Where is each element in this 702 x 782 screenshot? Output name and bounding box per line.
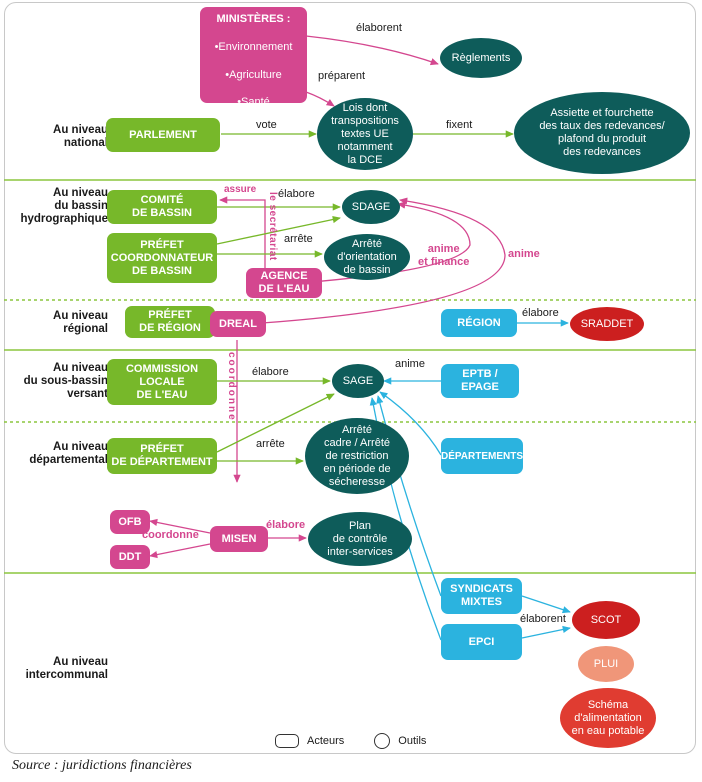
diagram-frame	[4, 2, 696, 754]
sraddet-node: SRADDET	[570, 307, 644, 341]
label-coordonne-vertical: coordonne	[226, 352, 237, 422]
label-preparent: préparent	[318, 70, 366, 82]
parlement-node: PARLEMENT	[106, 118, 220, 152]
ofb-node: OFB	[110, 510, 150, 534]
label-elaborent: élaborent	[356, 22, 402, 34]
reglements-node: Règlements	[440, 38, 522, 78]
ministere-item: Agriculture	[215, 68, 293, 83]
label-elabore-sraddet: élabore	[522, 307, 559, 319]
legend: Acteurs Outils	[275, 733, 426, 749]
legend-actors-label: Acteurs	[307, 735, 345, 747]
label-elabore-plan: élabore	[266, 519, 306, 531]
eptb-node: EPTB / EPAGE	[441, 364, 519, 398]
prefet-departement-node: PRÉFET DE DÉPARTEMENT	[107, 438, 217, 474]
ministeres-list: Environnement Agriculture Santé Industri…	[215, 27, 293, 178]
misen-node: MISEN	[210, 526, 268, 552]
comite-bassin-node: COMITÉ DE BASSIN	[107, 190, 217, 224]
departements-node: DÉPARTEMENTS	[441, 438, 523, 474]
prefet-region-node: PRÉFET DE RÉGION	[125, 306, 215, 338]
edge-misen-ofb	[149, 518, 211, 534]
edge-syndicats-scot	[521, 595, 571, 614]
arrete-cadre-node: Arrêté cadre / Arrêté de restriction en …	[305, 418, 409, 494]
lois-node: Lois dont transpositions textes UE notam…	[317, 98, 413, 170]
level-national: Au niveau national	[53, 124, 108, 149]
plui-node: PLUI	[578, 646, 634, 682]
dreal-node: DREAL	[210, 311, 266, 337]
edge-dreal-sdage	[261, 197, 506, 324]
ddt-node: DDT	[110, 545, 150, 569]
level-bassin: Au niveau du bassin hydrographique	[20, 187, 108, 225]
legend-actor-icon	[275, 734, 299, 748]
edge-syndicats-sage	[376, 395, 442, 597]
edge-ministeres-lois	[305, 91, 335, 107]
level-departemental: Au niveau départemental	[29, 441, 108, 466]
legend-tools-label: Outils	[398, 735, 427, 747]
label-elaborent-scot: élaborent	[520, 613, 566, 625]
label-vote: vote	[256, 119, 277, 131]
label-elabore-sage: élabore	[252, 366, 289, 378]
ministere-item: Santé	[215, 95, 293, 110]
level-regional: Au niveau régional	[53, 310, 108, 335]
edge-departements-sage	[379, 391, 442, 456]
prefet-coordonnateur-node: PRÉFET COORDONNATEUR DE BASSIN	[107, 233, 217, 283]
label-coordonne-misen: coordonne	[142, 529, 199, 541]
label-anime-right: anime	[508, 248, 540, 260]
label-le-secretariat: le secrétariat	[267, 192, 278, 261]
ministeres-node: MINISTÈRES : Environnement Agriculture S…	[200, 7, 307, 163]
label-elabore-sdage: élabore	[278, 188, 315, 200]
label-anime-finance: anime et finance	[418, 243, 470, 268]
ministere-item: Énergie	[215, 150, 293, 165]
schema-node: Schéma d'alimentation en eau potable	[560, 688, 656, 748]
ministere-item: Industrie	[215, 123, 293, 138]
source-note: Source : juridictions financières	[12, 758, 192, 773]
label-anime-sage: anime	[395, 358, 425, 370]
commission-locale-node: COMMISSION LOCALE DE L'EAU	[107, 359, 217, 405]
edge-epci-scot	[521, 625, 571, 639]
edge-prefet-dept-sage	[216, 393, 335, 453]
label-assure: assure	[224, 184, 257, 195]
assiette-node: Assiette et fourchette des taux des rede…	[514, 92, 690, 174]
region-node: RÉGION	[441, 309, 517, 337]
sdage-node: SDAGE	[342, 190, 400, 224]
level-intercommunal: Au niveau intercommunal	[25, 656, 108, 681]
ministeres-title: MINISTÈRES :	[216, 13, 291, 25]
edge-misen-ddt	[149, 543, 211, 559]
label-arrete-bassin: arrête	[284, 233, 313, 245]
agence-eau-node: AGENCE DE L'EAU	[246, 268, 322, 298]
sage-node: SAGE	[332, 364, 384, 398]
label-arrete-dept: arrête	[256, 438, 285, 450]
edge-prefet-coord-sdage	[216, 215, 341, 245]
ministere-item: Environnement	[215, 40, 292, 55]
edge-ministeres-reglements	[305, 35, 439, 66]
arrete-orientation-node: Arrêté d'orientation de bassin	[324, 234, 410, 280]
label-fixent: fixent	[446, 119, 473, 131]
edge-assure-secretariat	[219, 196, 266, 268]
epci-node: EPCI	[441, 624, 522, 660]
level-sous-bassin: Au niveau du sous-bassin versant	[23, 362, 108, 400]
plan-controle-node: Plan de contrôle inter-services	[308, 512, 412, 566]
scot-node: SCOT	[572, 601, 640, 639]
legend-tool-icon	[374, 733, 391, 749]
syndicats-node: SYNDICATS MIXTES	[441, 578, 522, 614]
